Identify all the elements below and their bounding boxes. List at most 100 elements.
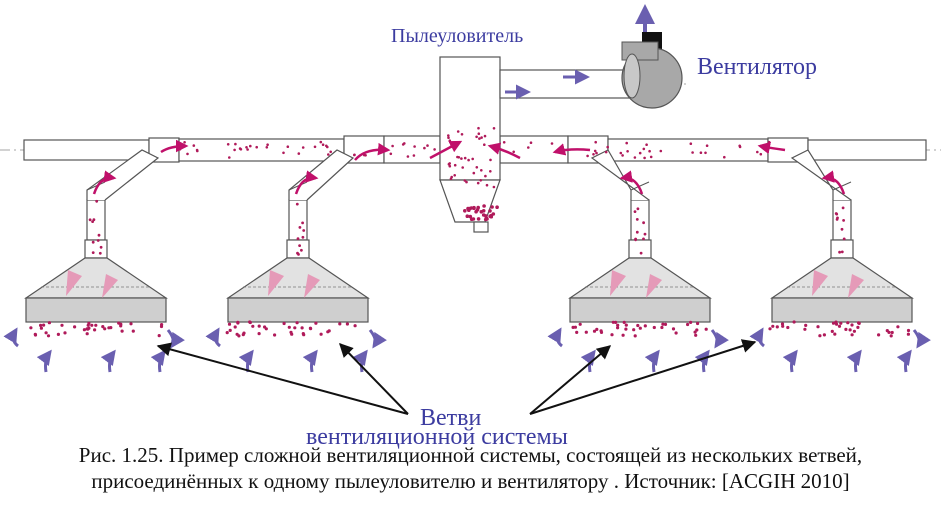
dust-particle — [767, 140, 771, 144]
dust-particle — [183, 141, 186, 144]
dust-particle — [301, 146, 305, 149]
dust-particle — [245, 146, 248, 149]
hood-top — [226, 257, 370, 299]
dust-particle — [44, 331, 48, 335]
dust-particle — [82, 328, 86, 332]
branches-label-line1: Ветви — [420, 405, 481, 431]
centrifugal-fan-icon — [621, 32, 683, 109]
flow-arrow-icon — [429, 140, 463, 160]
dust-particle — [448, 164, 452, 168]
dust-particle — [60, 323, 64, 327]
dust-particle — [467, 208, 471, 212]
dust-particle — [586, 154, 589, 158]
dust-particle — [480, 136, 483, 139]
suction-arrow-icon — [238, 349, 254, 373]
branch-riser — [832, 199, 852, 241]
dust-particle — [619, 151, 623, 155]
dust-particle — [621, 154, 624, 157]
dust-particle — [857, 321, 861, 325]
dust-particle — [633, 156, 637, 159]
dust-particle — [816, 325, 820, 329]
dust-particle — [295, 202, 299, 206]
dust-particle — [780, 322, 785, 326]
dust-particle — [453, 174, 457, 177]
dust-particle — [463, 156, 467, 160]
elbow-joint — [288, 181, 308, 191]
suction-arrow-icon — [302, 349, 318, 373]
dust-particle — [476, 205, 481, 210]
suction-arrow-icon — [710, 329, 729, 349]
dust-particle — [233, 148, 236, 152]
dust-particle — [661, 322, 665, 326]
dust-particles — [29, 126, 911, 338]
dust-particle — [450, 175, 454, 179]
suction-arrow-icon — [694, 349, 710, 373]
branch-elbow — [288, 149, 355, 201]
dust-particle — [476, 217, 481, 221]
dust-particle — [239, 148, 243, 151]
dust-particle — [319, 332, 323, 336]
dust-particle — [848, 328, 852, 332]
suction-arrow-icon — [100, 349, 116, 373]
dust-particle — [282, 321, 286, 326]
dust-particle — [792, 320, 796, 324]
hood-flow-mark — [66, 270, 82, 296]
dust-particle — [573, 325, 578, 329]
suction-arrows — [3, 327, 931, 373]
dust-particle — [447, 162, 451, 166]
dust-particle — [85, 332, 89, 336]
flow-arrow-icon — [160, 139, 189, 154]
dust-particle — [616, 326, 620, 330]
dust-particle — [483, 134, 487, 138]
branch-transition — [84, 239, 108, 259]
suction-arrow-icon — [782, 349, 798, 373]
dust-particle — [490, 205, 494, 209]
dust-particle — [593, 149, 597, 153]
dust-particle — [225, 331, 229, 335]
dust-particle — [611, 320, 615, 324]
dust-particle — [491, 212, 496, 216]
suction-arrow-icon — [368, 329, 387, 349]
dust-particle — [295, 321, 299, 325]
dust-particle — [474, 209, 478, 214]
dust-particle — [723, 155, 726, 159]
dust-particle — [159, 324, 164, 329]
dust-particle — [297, 253, 300, 256]
dust-particle — [833, 332, 837, 336]
dust-particle — [289, 330, 293, 334]
dust-particle — [643, 324, 647, 328]
dust-particle — [594, 140, 597, 144]
dust-collector-label: Пылеуловитель — [391, 25, 523, 47]
branch-elbow — [790, 149, 852, 201]
dust-particle — [512, 150, 515, 154]
dust-particle — [319, 140, 323, 144]
dust-particle — [659, 149, 663, 153]
dust-particle — [467, 158, 470, 162]
dust-particle — [480, 169, 483, 172]
dust-particle — [90, 323, 94, 327]
dust-particle — [691, 151, 694, 154]
dust-particle — [694, 333, 698, 337]
dust-particle — [453, 163, 457, 167]
dust-particle — [622, 320, 626, 324]
dust-particle — [595, 327, 599, 331]
dust-particle — [842, 219, 845, 222]
dust-particle — [91, 251, 95, 255]
figure-caption: Рис. 1.25. Пример сложной вентиляционной… — [0, 442, 941, 494]
dust-particle — [42, 323, 46, 327]
dust-particle — [704, 151, 707, 155]
branch-pointer-arrows — [156, 339, 757, 415]
hood-flow-mark — [610, 270, 626, 296]
elbow-joint — [630, 181, 650, 191]
dust-particle — [119, 324, 123, 328]
dust-particle — [642, 147, 646, 151]
dust-particle — [852, 329, 857, 333]
dust-particle — [906, 332, 911, 336]
dust-particle — [489, 170, 492, 173]
dust-particle — [364, 154, 367, 157]
dust-particle — [255, 145, 258, 149]
dust-particle — [39, 323, 43, 327]
dust-particle — [485, 183, 489, 187]
branch-riser — [288, 199, 308, 241]
dust-particle — [738, 145, 742, 149]
